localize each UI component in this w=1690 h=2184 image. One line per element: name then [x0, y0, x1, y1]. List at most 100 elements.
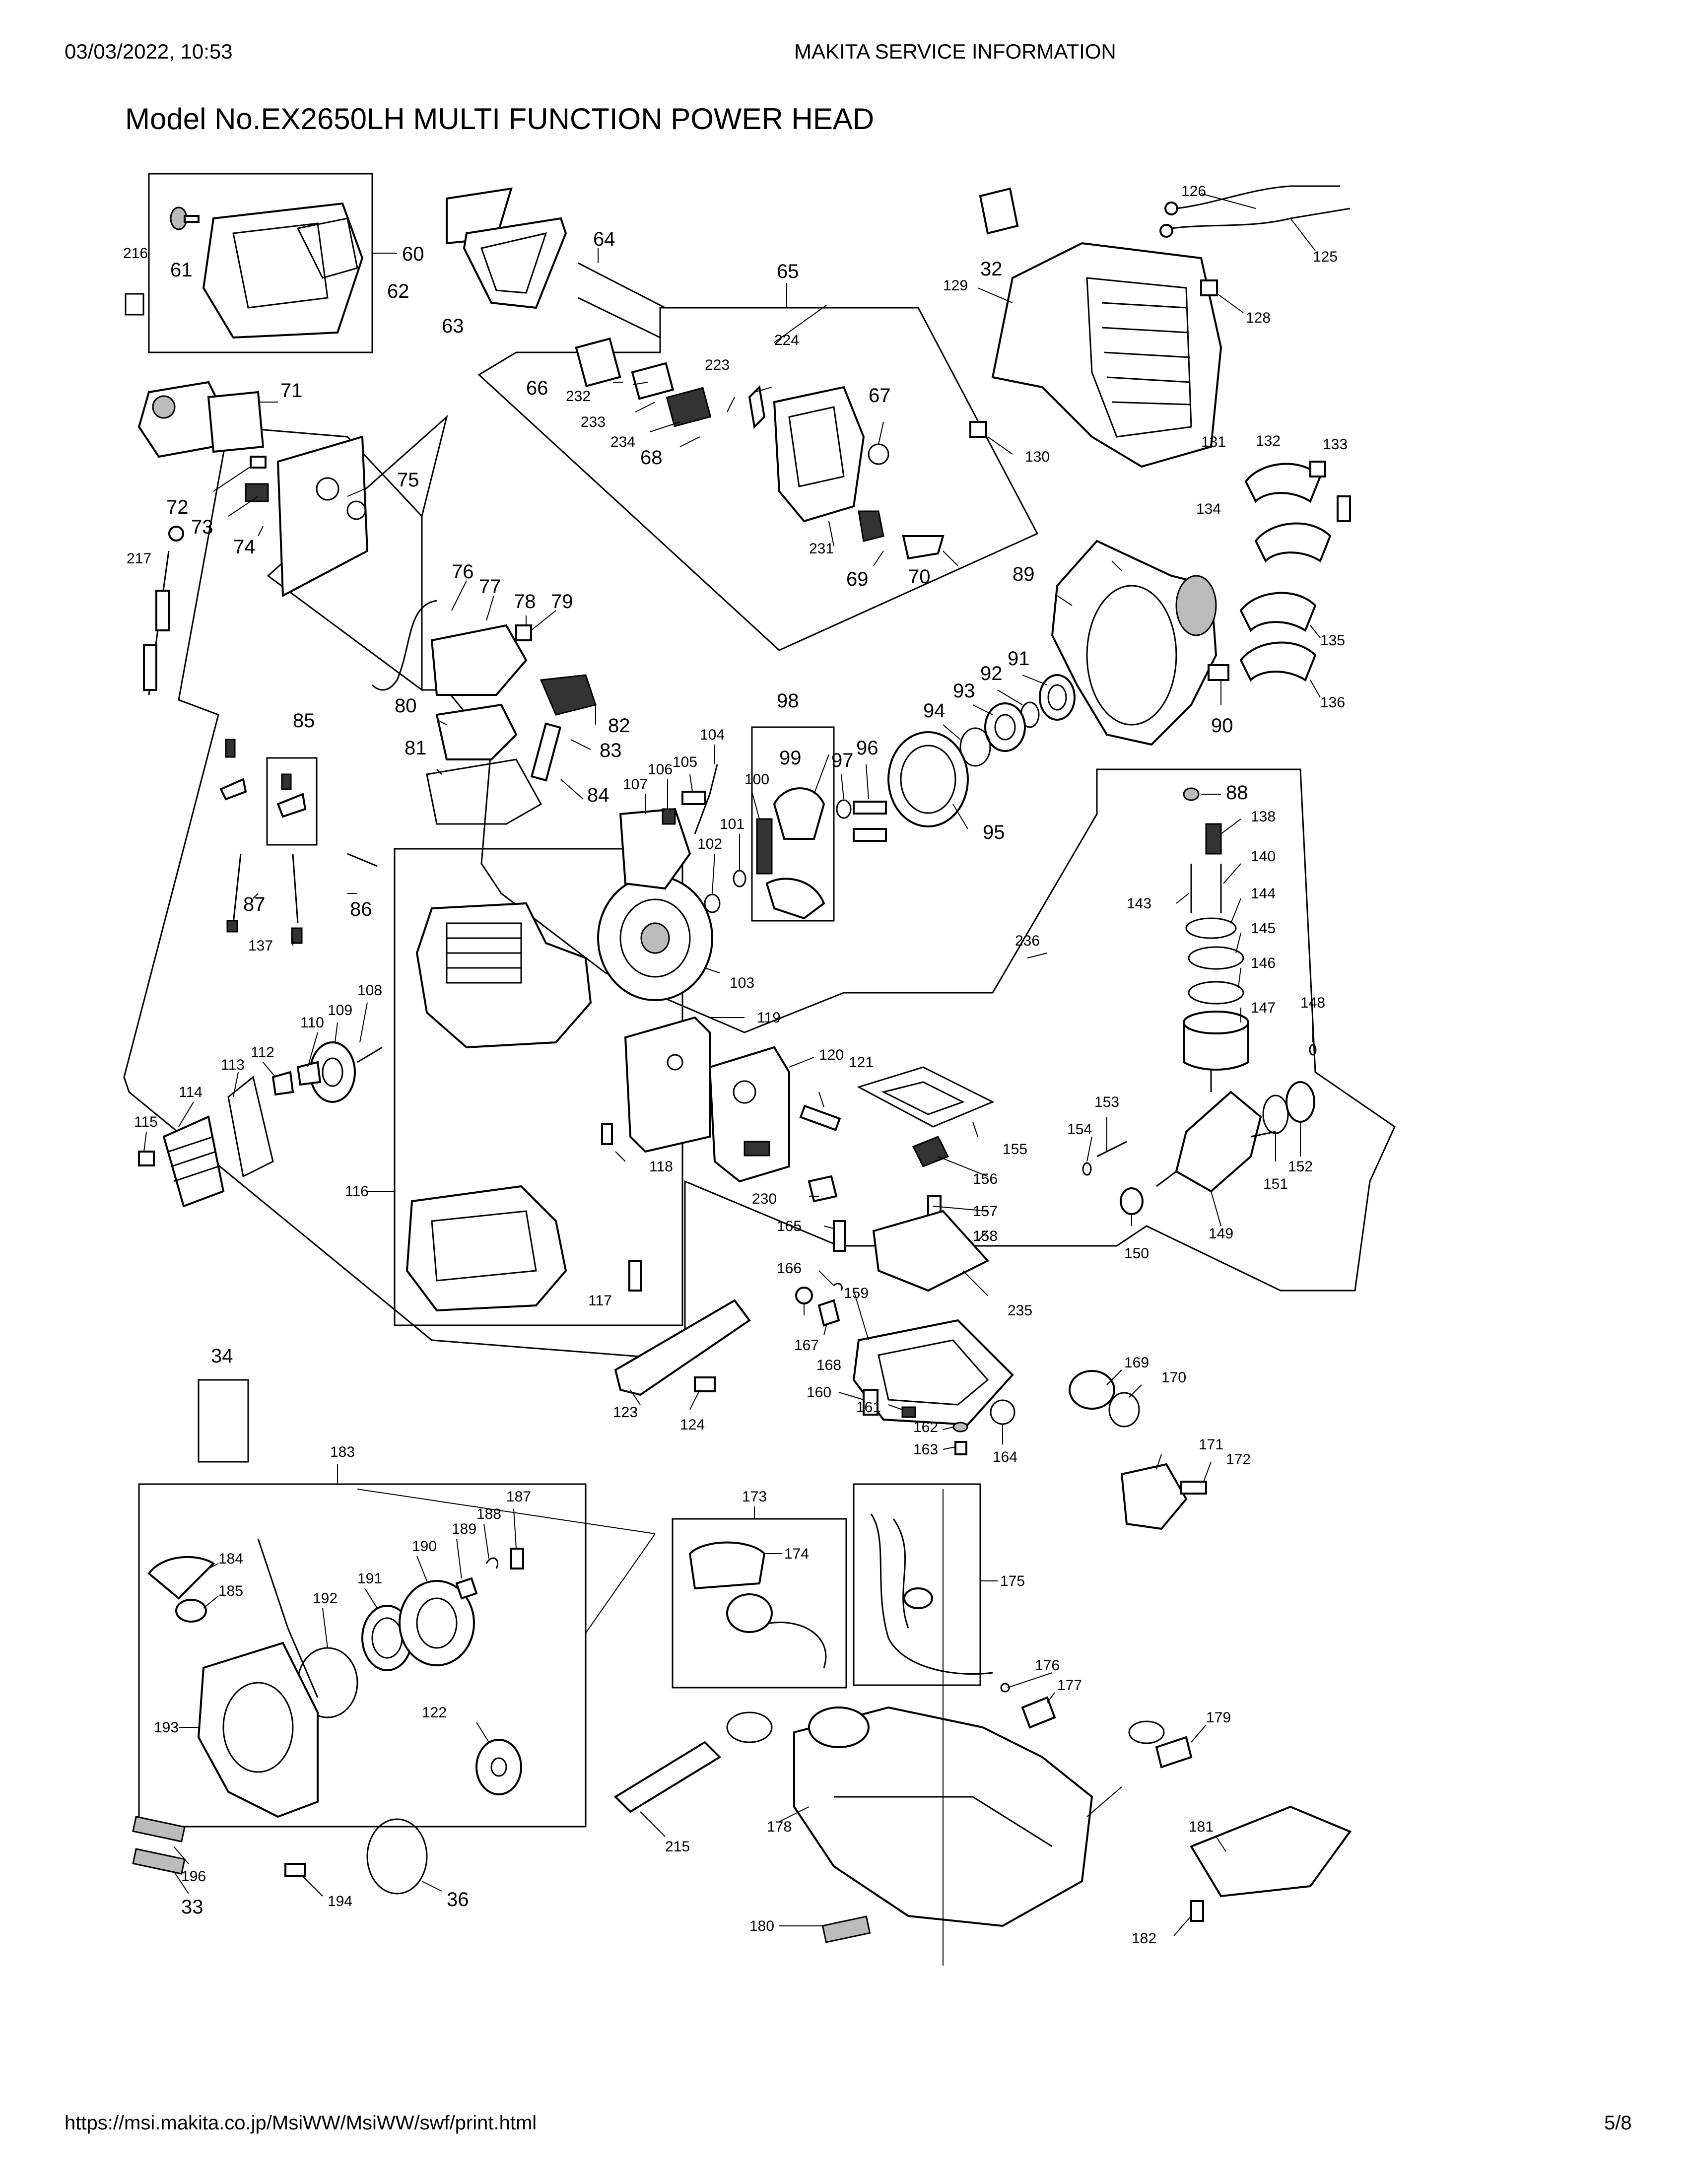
label-175: 175: [1000, 1573, 1025, 1589]
label-144: 144: [1251, 886, 1276, 902]
label-116: 116: [345, 1183, 369, 1200]
label-114: 114: [179, 1084, 203, 1100]
clamp-135: [1239, 592, 1317, 632]
pipe-69: [902, 535, 945, 560]
label-113: 113: [221, 1057, 245, 1073]
label-64: 64: [593, 228, 615, 250]
pin-118: [601, 1123, 613, 1145]
label-157: 157: [973, 1203, 998, 1220]
label-152: 152: [1288, 1159, 1313, 1175]
filter-element-63: [463, 217, 567, 309]
label-71: 71: [280, 380, 303, 402]
bolt-132: [1309, 461, 1326, 478]
muffler-plate-119: [624, 1016, 711, 1153]
label-79: 79: [551, 591, 573, 613]
piston-147: [1183, 1011, 1249, 1071]
label-196: 196: [181, 1868, 206, 1885]
label-184: 184: [218, 1551, 243, 1567]
shroud-123: [614, 1299, 751, 1396]
decal-34: [198, 1379, 249, 1463]
label-81: 81: [405, 737, 427, 759]
label-86: 86: [350, 898, 372, 920]
label-112: 112: [251, 1044, 274, 1061]
label-166: 166: [777, 1260, 802, 1277]
label-136: 136: [1320, 694, 1345, 711]
label-70: 70: [908, 566, 931, 588]
valve-keeper-88: [1183, 787, 1200, 801]
head-cover-78: [430, 624, 528, 696]
tappet-137: [291, 927, 303, 944]
label-67: 67: [869, 385, 891, 407]
nut-161: [901, 1406, 916, 1418]
bearing-151: [1262, 1094, 1289, 1134]
label-172: 172: [1226, 1451, 1251, 1468]
ring-144: [1185, 917, 1237, 939]
label-72: 72: [166, 496, 189, 518]
air-cleaner-cover: [202, 202, 364, 339]
print-datetime: 03/03/2022, 10:53: [65, 40, 233, 63]
rope-186: [257, 1538, 319, 1698]
label-182: 182: [1132, 1930, 1156, 1947]
choke-part-233: [631, 362, 675, 400]
label-77: 77: [479, 576, 501, 598]
label-167: 167: [794, 1337, 819, 1354]
bracket-73: [245, 483, 269, 502]
label-108: 108: [357, 982, 382, 999]
bolt-182: [1190, 1900, 1204, 1922]
label-223: 223: [705, 357, 730, 373]
label-34: 34: [211, 1345, 233, 1367]
label-94: 94: [923, 700, 946, 722]
cap-gasket: [726, 1593, 773, 1633]
label-80: 80: [395, 695, 417, 717]
ring-166: [833, 1283, 843, 1291]
grip-180: [821, 1915, 871, 1943]
cover-plate-80: [435, 703, 518, 760]
screw-187: [510, 1548, 524, 1570]
tool-215: [613, 1711, 773, 1813]
cap-169: [1069, 1370, 1115, 1410]
lead-wire-104: [694, 764, 718, 834]
label-177: 177: [1057, 1677, 1082, 1694]
tank-housing-159: [852, 1319, 1014, 1426]
breather-hose-76: [371, 600, 437, 691]
label-173: 173: [742, 1489, 767, 1505]
label-181: 181: [1189, 1819, 1214, 1835]
strap: [769, 1622, 827, 1668]
nipple-165: [833, 1220, 846, 1252]
cam-99: [773, 787, 825, 840]
label-134: 134: [1196, 501, 1221, 517]
label-189: 189: [452, 1521, 476, 1537]
grommet-179a: [1128, 1720, 1165, 1744]
label-105: 105: [673, 754, 697, 770]
holder-171: [1120, 1463, 1188, 1530]
label-129: 129: [943, 277, 968, 294]
lever-231: [858, 510, 884, 542]
spring-138: [1205, 823, 1222, 855]
label-155: 155: [1003, 1141, 1027, 1158]
label-117: 117: [588, 1293, 612, 1309]
label-89: 89: [1013, 563, 1035, 585]
ratchet-189: [455, 1577, 478, 1600]
spring-188: [485, 1557, 499, 1569]
cam-pulley-box-98: [751, 726, 835, 922]
label-185: 185: [218, 1583, 243, 1599]
o-ring-75: [346, 500, 366, 520]
fuel-hose-175: [870, 1513, 993, 1675]
label-233: 233: [581, 414, 606, 430]
bearing-150: [1120, 1187, 1144, 1215]
label-145: 145: [1251, 920, 1276, 937]
muffler-120: [708, 1046, 790, 1183]
lever-110: [296, 1061, 322, 1086]
label-194: 194: [328, 1893, 352, 1910]
label-132: 132: [1256, 433, 1281, 449]
bolt-115: [138, 1151, 155, 1166]
label-169: 169: [1124, 1355, 1149, 1371]
fuel-hose-box-175: [853, 1483, 981, 1686]
label-115: 115: [134, 1114, 158, 1130]
label-100: 100: [744, 771, 769, 788]
ring-146: [1188, 981, 1244, 1005]
shaft-108: [357, 1046, 383, 1063]
diagram-title: Model No.EX2650LH MULTI FUNCTION POWER H…: [125, 102, 875, 136]
label-84: 84: [587, 784, 609, 806]
filter-158: [872, 1210, 990, 1292]
